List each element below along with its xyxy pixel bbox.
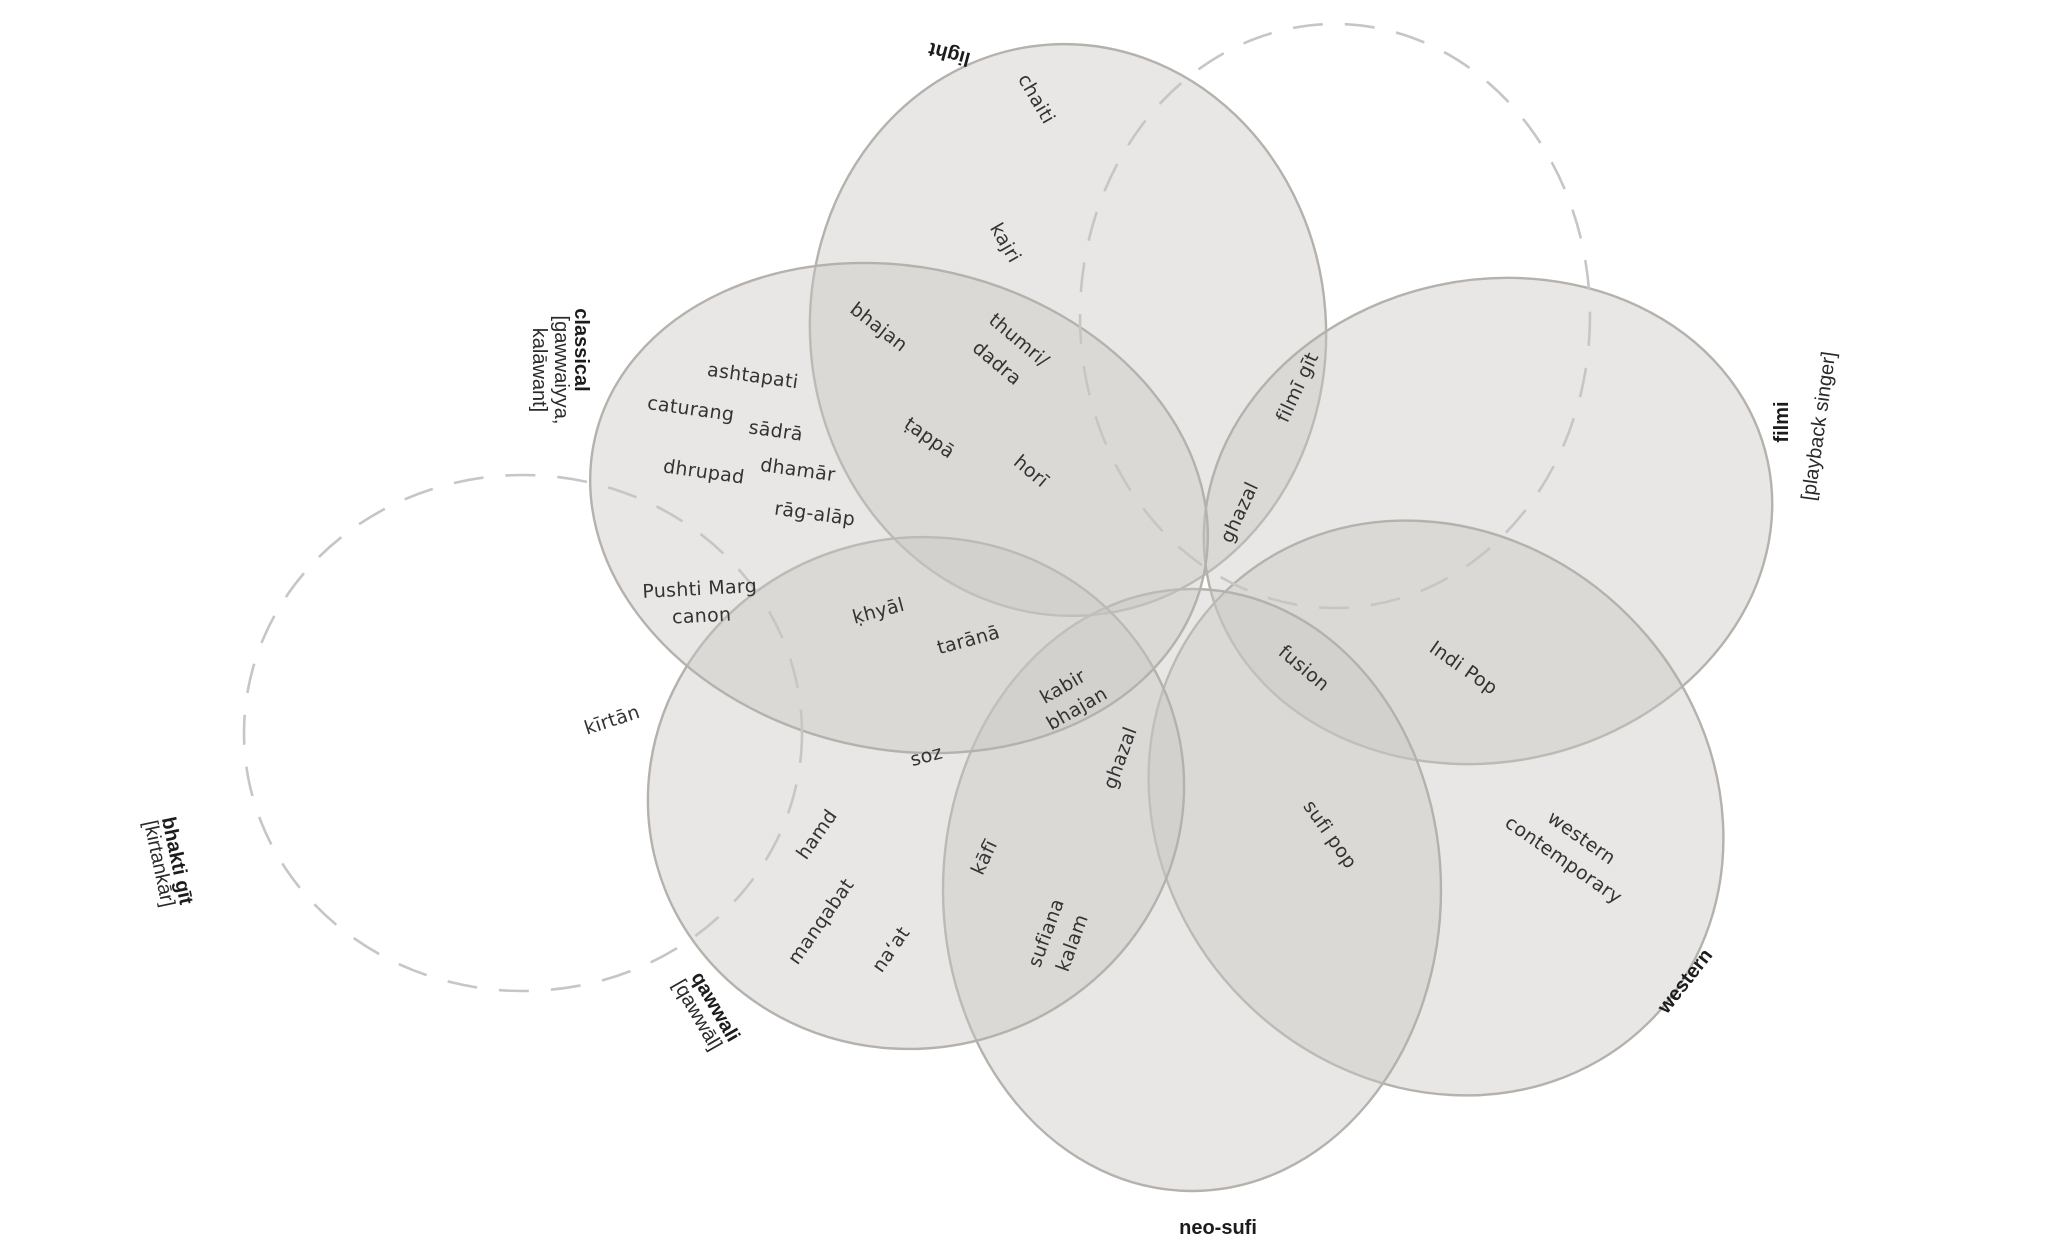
- category-label-filmi: filmi: [1771, 401, 1793, 442]
- dashed-circle-light-filmi: [1078, 22, 1592, 610]
- category-sub-filmi: [playback singer]: [1798, 350, 1841, 502]
- petal-classical: [589, 261, 1209, 755]
- category-sub-classical-2: kalāwant]: [528, 328, 550, 413]
- genre-label-pushti-2: canon: [671, 603, 731, 628]
- dashed-circle-bhakti: [242, 473, 804, 993]
- category-label-neosufi: neo-sufi: [1179, 1217, 1257, 1239]
- petal-qawwali: [646, 535, 1186, 1051]
- petal-filmi: [1202, 276, 1774, 766]
- category-label-light: light: [926, 38, 973, 70]
- petal-western: [1147, 519, 1725, 1097]
- category-label-classical: classical: [570, 308, 592, 391]
- genre-label-kirtan: kīrtān: [582, 701, 643, 740]
- category-sub-classical-1: [gawwaiyya,: [550, 316, 572, 425]
- petal-neosufi: [941, 587, 1443, 1193]
